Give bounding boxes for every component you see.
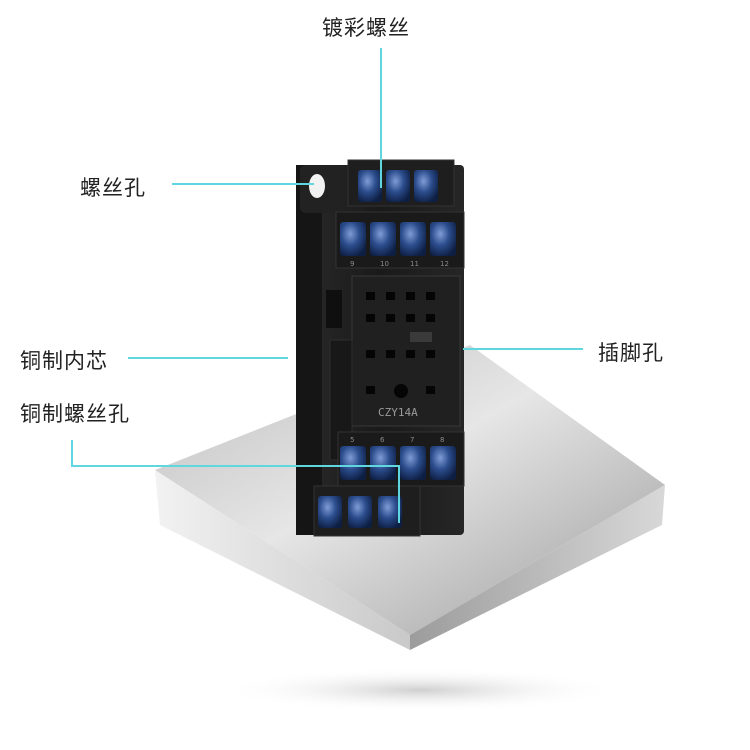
- floor-shadow: [220, 668, 620, 712]
- terminal-number: 6: [380, 436, 385, 444]
- relay-socket: 9 10 11 12 CZY14A 5 6 7 8: [296, 159, 465, 537]
- terminal-number: 12: [440, 260, 449, 268]
- model-marking: CZY14A: [378, 406, 418, 419]
- callout-line-pin-hole: [463, 348, 583, 350]
- callout-line-copper-screw-hole-v2: [398, 465, 400, 523]
- label-screw-hole: 螺丝孔: [80, 176, 146, 200]
- label-copper-screw-hole: 铜制螺丝孔: [20, 402, 130, 426]
- callout-line-plated-screw: [380, 48, 382, 188]
- mounting-screw-hole: [309, 174, 325, 198]
- pin-holes: [366, 292, 435, 398]
- bottom-screws-front: [318, 496, 402, 528]
- callout-line-copper-screw-hole-h: [71, 465, 399, 467]
- terminal-number: 11: [410, 260, 419, 268]
- terminal-number: 5: [350, 436, 354, 444]
- terminal-number: 9: [350, 260, 354, 268]
- terminal-number: 7: [410, 436, 414, 444]
- callout-line-screw-hole: [172, 183, 314, 185]
- callout-line-copper-screw-hole-v1: [71, 440, 73, 466]
- label-copper-core: 铜制内芯: [20, 349, 108, 373]
- terminal-number: 8: [440, 436, 444, 444]
- label-pin-hole: 插脚孔: [598, 341, 664, 365]
- top-screws-back: [358, 170, 438, 202]
- callout-line-copper-core: [128, 357, 288, 359]
- label-plated-screw: 镀彩螺丝: [322, 16, 410, 40]
- top-screws-front: [340, 222, 456, 256]
- bottom-screws-back: [340, 446, 456, 480]
- terminal-number: 10: [380, 260, 389, 268]
